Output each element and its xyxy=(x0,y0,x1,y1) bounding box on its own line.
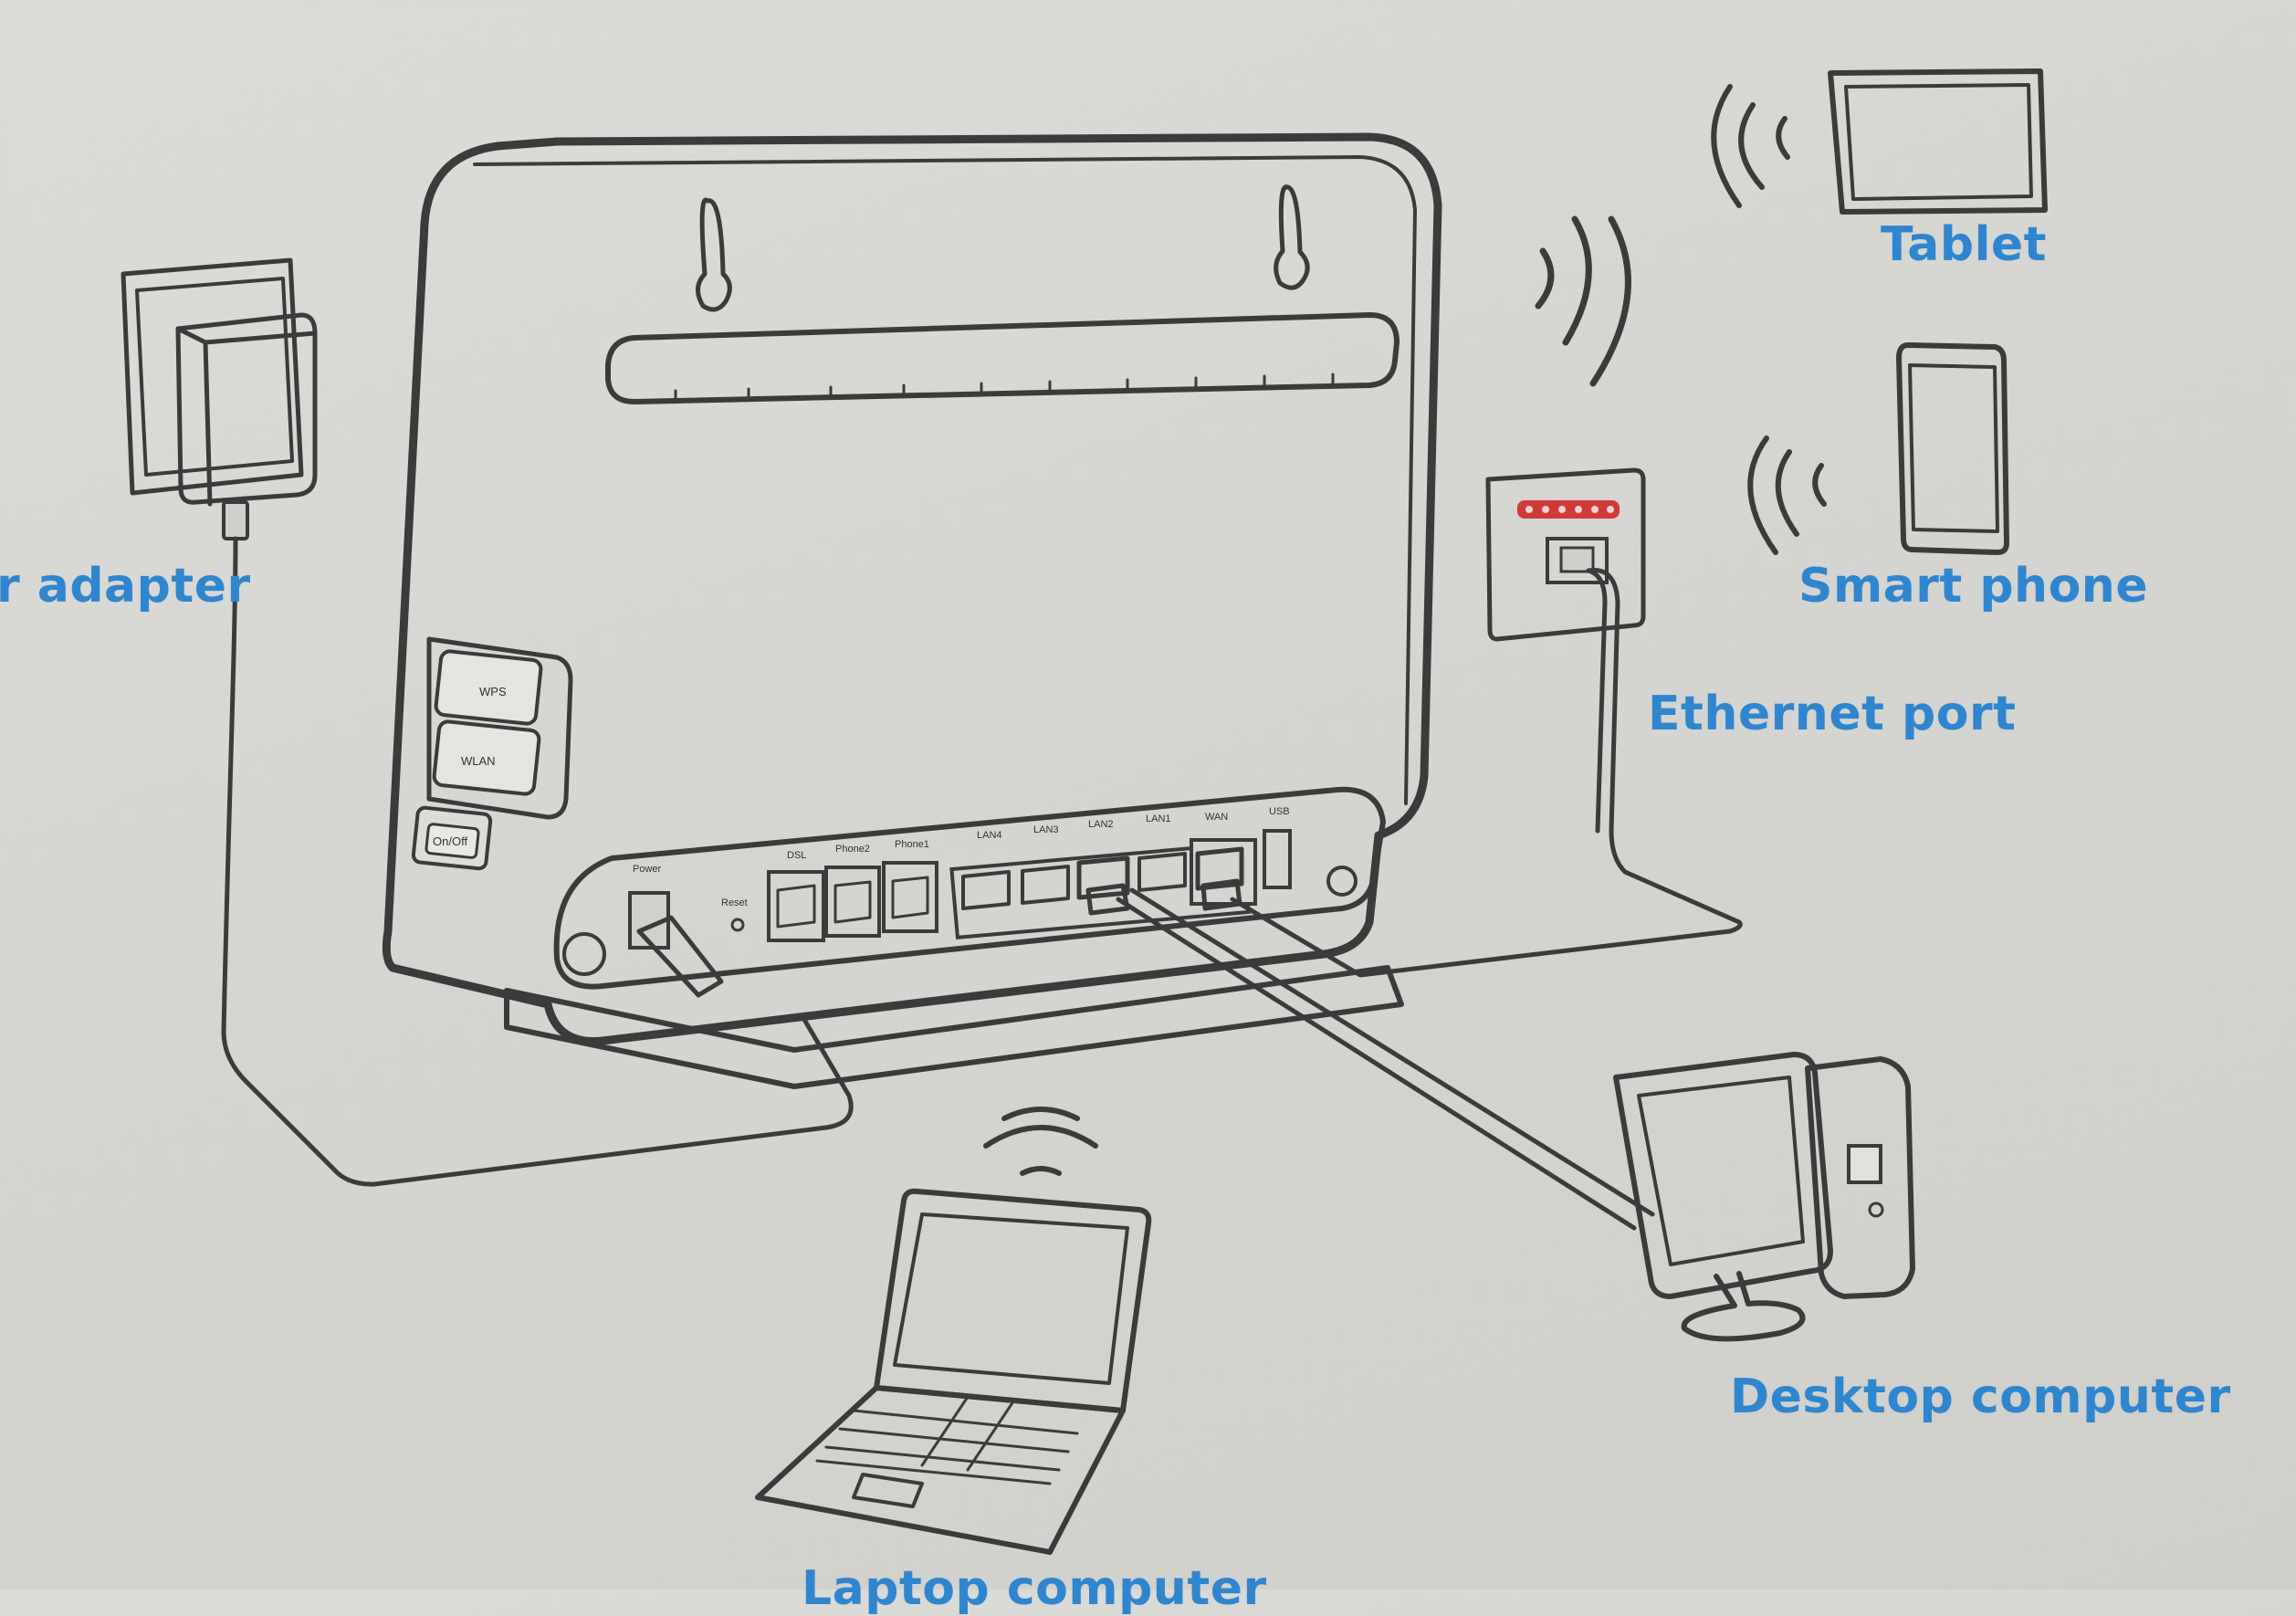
power-adapter-icon xyxy=(121,257,318,540)
phone1-port xyxy=(882,861,938,933)
lan2-label: LAN2 xyxy=(1088,819,1114,830)
dsl-label: DSL xyxy=(787,850,806,861)
lan3-port xyxy=(1021,865,1070,905)
usb-port xyxy=(1263,829,1292,889)
power-cable xyxy=(221,536,854,1187)
phone2-port xyxy=(824,866,881,938)
wan-label: WAN xyxy=(1205,812,1228,823)
desktop-cable xyxy=(1116,897,1637,1231)
lan4-label: LAN4 xyxy=(977,830,1002,841)
wps-button: WPS xyxy=(426,636,573,820)
socket-indicator-dots xyxy=(1517,500,1620,519)
onoff-button: On/Off xyxy=(411,805,493,871)
desktop-computer-label: Desktop computer xyxy=(1730,1369,2231,1424)
lan2-port xyxy=(1076,855,1130,900)
usb-label: USB xyxy=(1269,806,1290,817)
router-icon: WPS WLAN On/Off Power Reset DSL P xyxy=(382,132,1442,1089)
reset-button xyxy=(730,918,745,932)
lan2-plug xyxy=(1085,883,1130,916)
laptop-computer-icon xyxy=(755,1188,1152,1555)
lan4-port xyxy=(961,870,1011,910)
desktop-computer-icon xyxy=(1613,1052,1915,1342)
dsl-port xyxy=(767,870,825,942)
wlan-label: WLAN xyxy=(461,754,496,768)
wps-label: WPS xyxy=(479,685,507,698)
onoff-label: On/Off xyxy=(433,834,467,848)
lan1-port xyxy=(1138,852,1187,892)
power-port-label: Power xyxy=(633,864,662,875)
power-adapter-label: r adapter xyxy=(0,559,251,614)
phone2-label: Phone2 xyxy=(835,844,870,855)
smart-phone-icon xyxy=(1896,342,2009,555)
phone1-label: Phone1 xyxy=(895,839,929,850)
laptop-computer-label: Laptop computer xyxy=(802,1561,1267,1616)
tablet-label: Tablet xyxy=(1881,217,2048,272)
ethernet-port-label: Ethernet port xyxy=(1648,687,2017,741)
lan1-label: LAN1 xyxy=(1146,813,1171,824)
phone-wifi-icon xyxy=(1747,435,1827,555)
power-plug xyxy=(636,915,724,998)
wan-port xyxy=(1190,838,1257,906)
wlan-button: WLAN xyxy=(432,719,541,796)
router-wifi-icon xyxy=(1535,215,1631,387)
smart-phone-label: Smart phone xyxy=(1798,559,2149,614)
ethernet-wall-socket-icon xyxy=(1485,467,1646,642)
wan-cable xyxy=(1230,567,1743,978)
lan3-label: LAN3 xyxy=(1033,824,1059,835)
reset-label: Reset xyxy=(721,897,748,908)
laptop-wifi-icon xyxy=(983,1107,1098,1176)
tablet-icon xyxy=(1828,68,2048,215)
tablet-wifi-icon xyxy=(1711,84,1790,208)
